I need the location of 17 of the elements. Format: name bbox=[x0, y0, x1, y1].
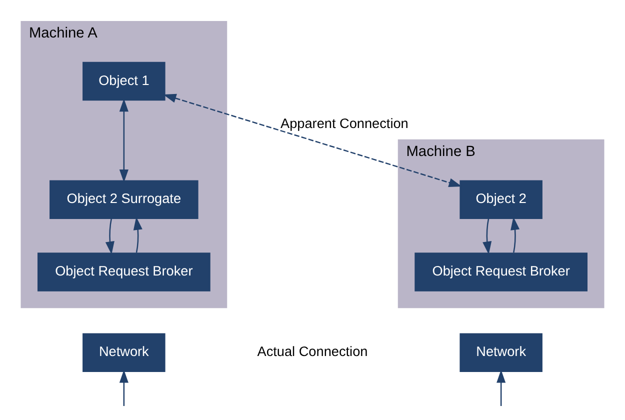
node-box: Object 1 bbox=[82, 62, 166, 101]
node-box: Object 2 bbox=[460, 180, 542, 220]
arrow bbox=[119, 98, 128, 182]
node-box: Object Request Broker bbox=[38, 252, 210, 292]
edge-label: Apparent Connection bbox=[280, 116, 408, 131]
node-box: Network bbox=[82, 333, 166, 372]
arrow bbox=[482, 218, 492, 255]
node-box: Object 2 Surrogate bbox=[50, 180, 198, 220]
arrow bbox=[163, 94, 462, 188]
arrow bbox=[510, 216, 520, 253]
node-box: Object Request Broker bbox=[414, 252, 588, 292]
label: Actual Connection bbox=[257, 344, 368, 360]
arrow bbox=[119, 370, 128, 406]
node-box: Network bbox=[460, 333, 542, 372]
arrow bbox=[496, 370, 506, 406]
arrow bbox=[133, 216, 142, 253]
arrow bbox=[105, 218, 114, 255]
